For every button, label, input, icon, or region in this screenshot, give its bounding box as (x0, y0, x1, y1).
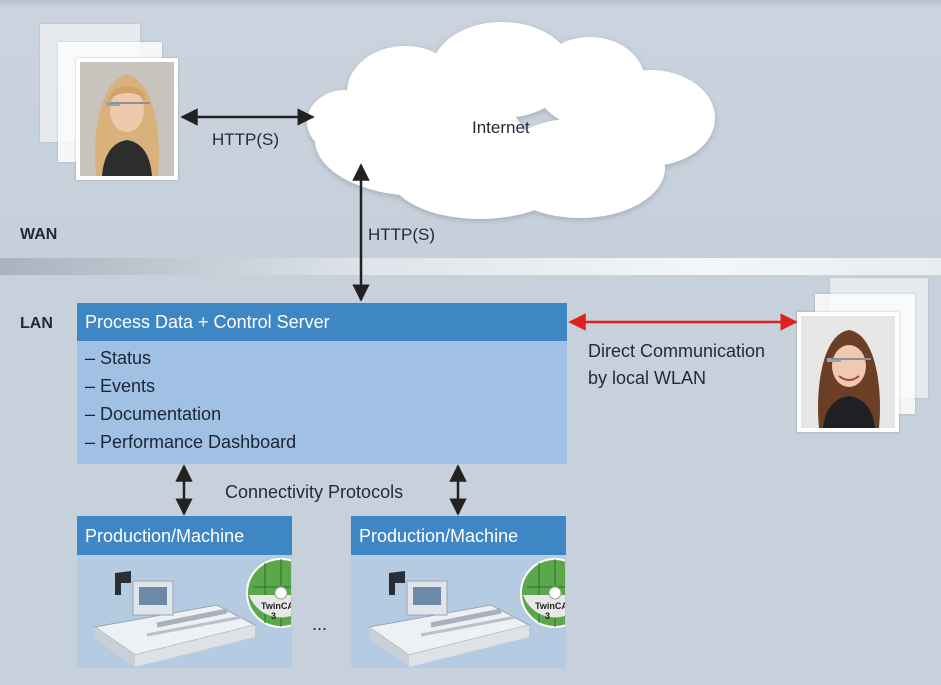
wan-label: WAN (20, 226, 58, 243)
server-title: Process Data + Control Server (85, 312, 330, 332)
machine-illustration (93, 571, 257, 667)
machine-header: Production/Machine (77, 516, 292, 555)
remote-user-photo (76, 58, 178, 180)
machine-header: Production/Machine (351, 516, 566, 555)
local-user-photo (797, 312, 899, 432)
server-body: – Status – Events – Documentation – Perf… (77, 341, 567, 464)
machine-body: TwinCAT 3 (351, 555, 566, 668)
machine-box-1: Production/Machine TwinCAT 3 (77, 516, 292, 668)
direct-link-label-line2: by local WLAN (588, 368, 707, 388)
disc-text-line1: TwinCAT (535, 601, 565, 611)
user-avatar-icon-2 (801, 316, 895, 428)
server-header: Process Data + Control Server (77, 303, 567, 341)
disc-text-line1: TwinCAT (261, 601, 291, 611)
server-item: – Events (85, 376, 156, 396)
zone-divider (0, 258, 941, 275)
server-item: – Documentation (85, 404, 222, 424)
machine-title: Production/Machine (85, 526, 245, 546)
server-item: – Status (85, 348, 152, 368)
machine-illustration (367, 571, 531, 667)
link-label-internet-server: HTTP(S) (368, 225, 436, 244)
disc-text-line2: 3 (271, 611, 276, 621)
disc-text-line2: 3 (545, 611, 550, 621)
link-label-user-internet: HTTP(S) (212, 130, 280, 149)
more-machines-ellipsis: ... (312, 614, 328, 634)
cloud-label: Internet (472, 118, 530, 137)
twincat-disc-icon: TwinCAT 3 (520, 558, 565, 628)
machine-box-2: Production/Machine TwinCAT 3 (351, 516, 566, 668)
twincat-disc-icon: TwinCAT 3 (246, 558, 291, 628)
server-item: – Performance Dashboard (85, 432, 297, 452)
machine-title: Production/Machine (359, 526, 519, 546)
lan-label: LAN (20, 315, 53, 332)
connectivity-label: Connectivity Protocols (225, 482, 404, 502)
user-avatar-icon (80, 62, 174, 176)
direct-link-label-line1: Direct Communication (588, 341, 766, 361)
machine-body: TwinCAT 3 (77, 555, 292, 668)
cloud-icon (307, 22, 715, 219)
